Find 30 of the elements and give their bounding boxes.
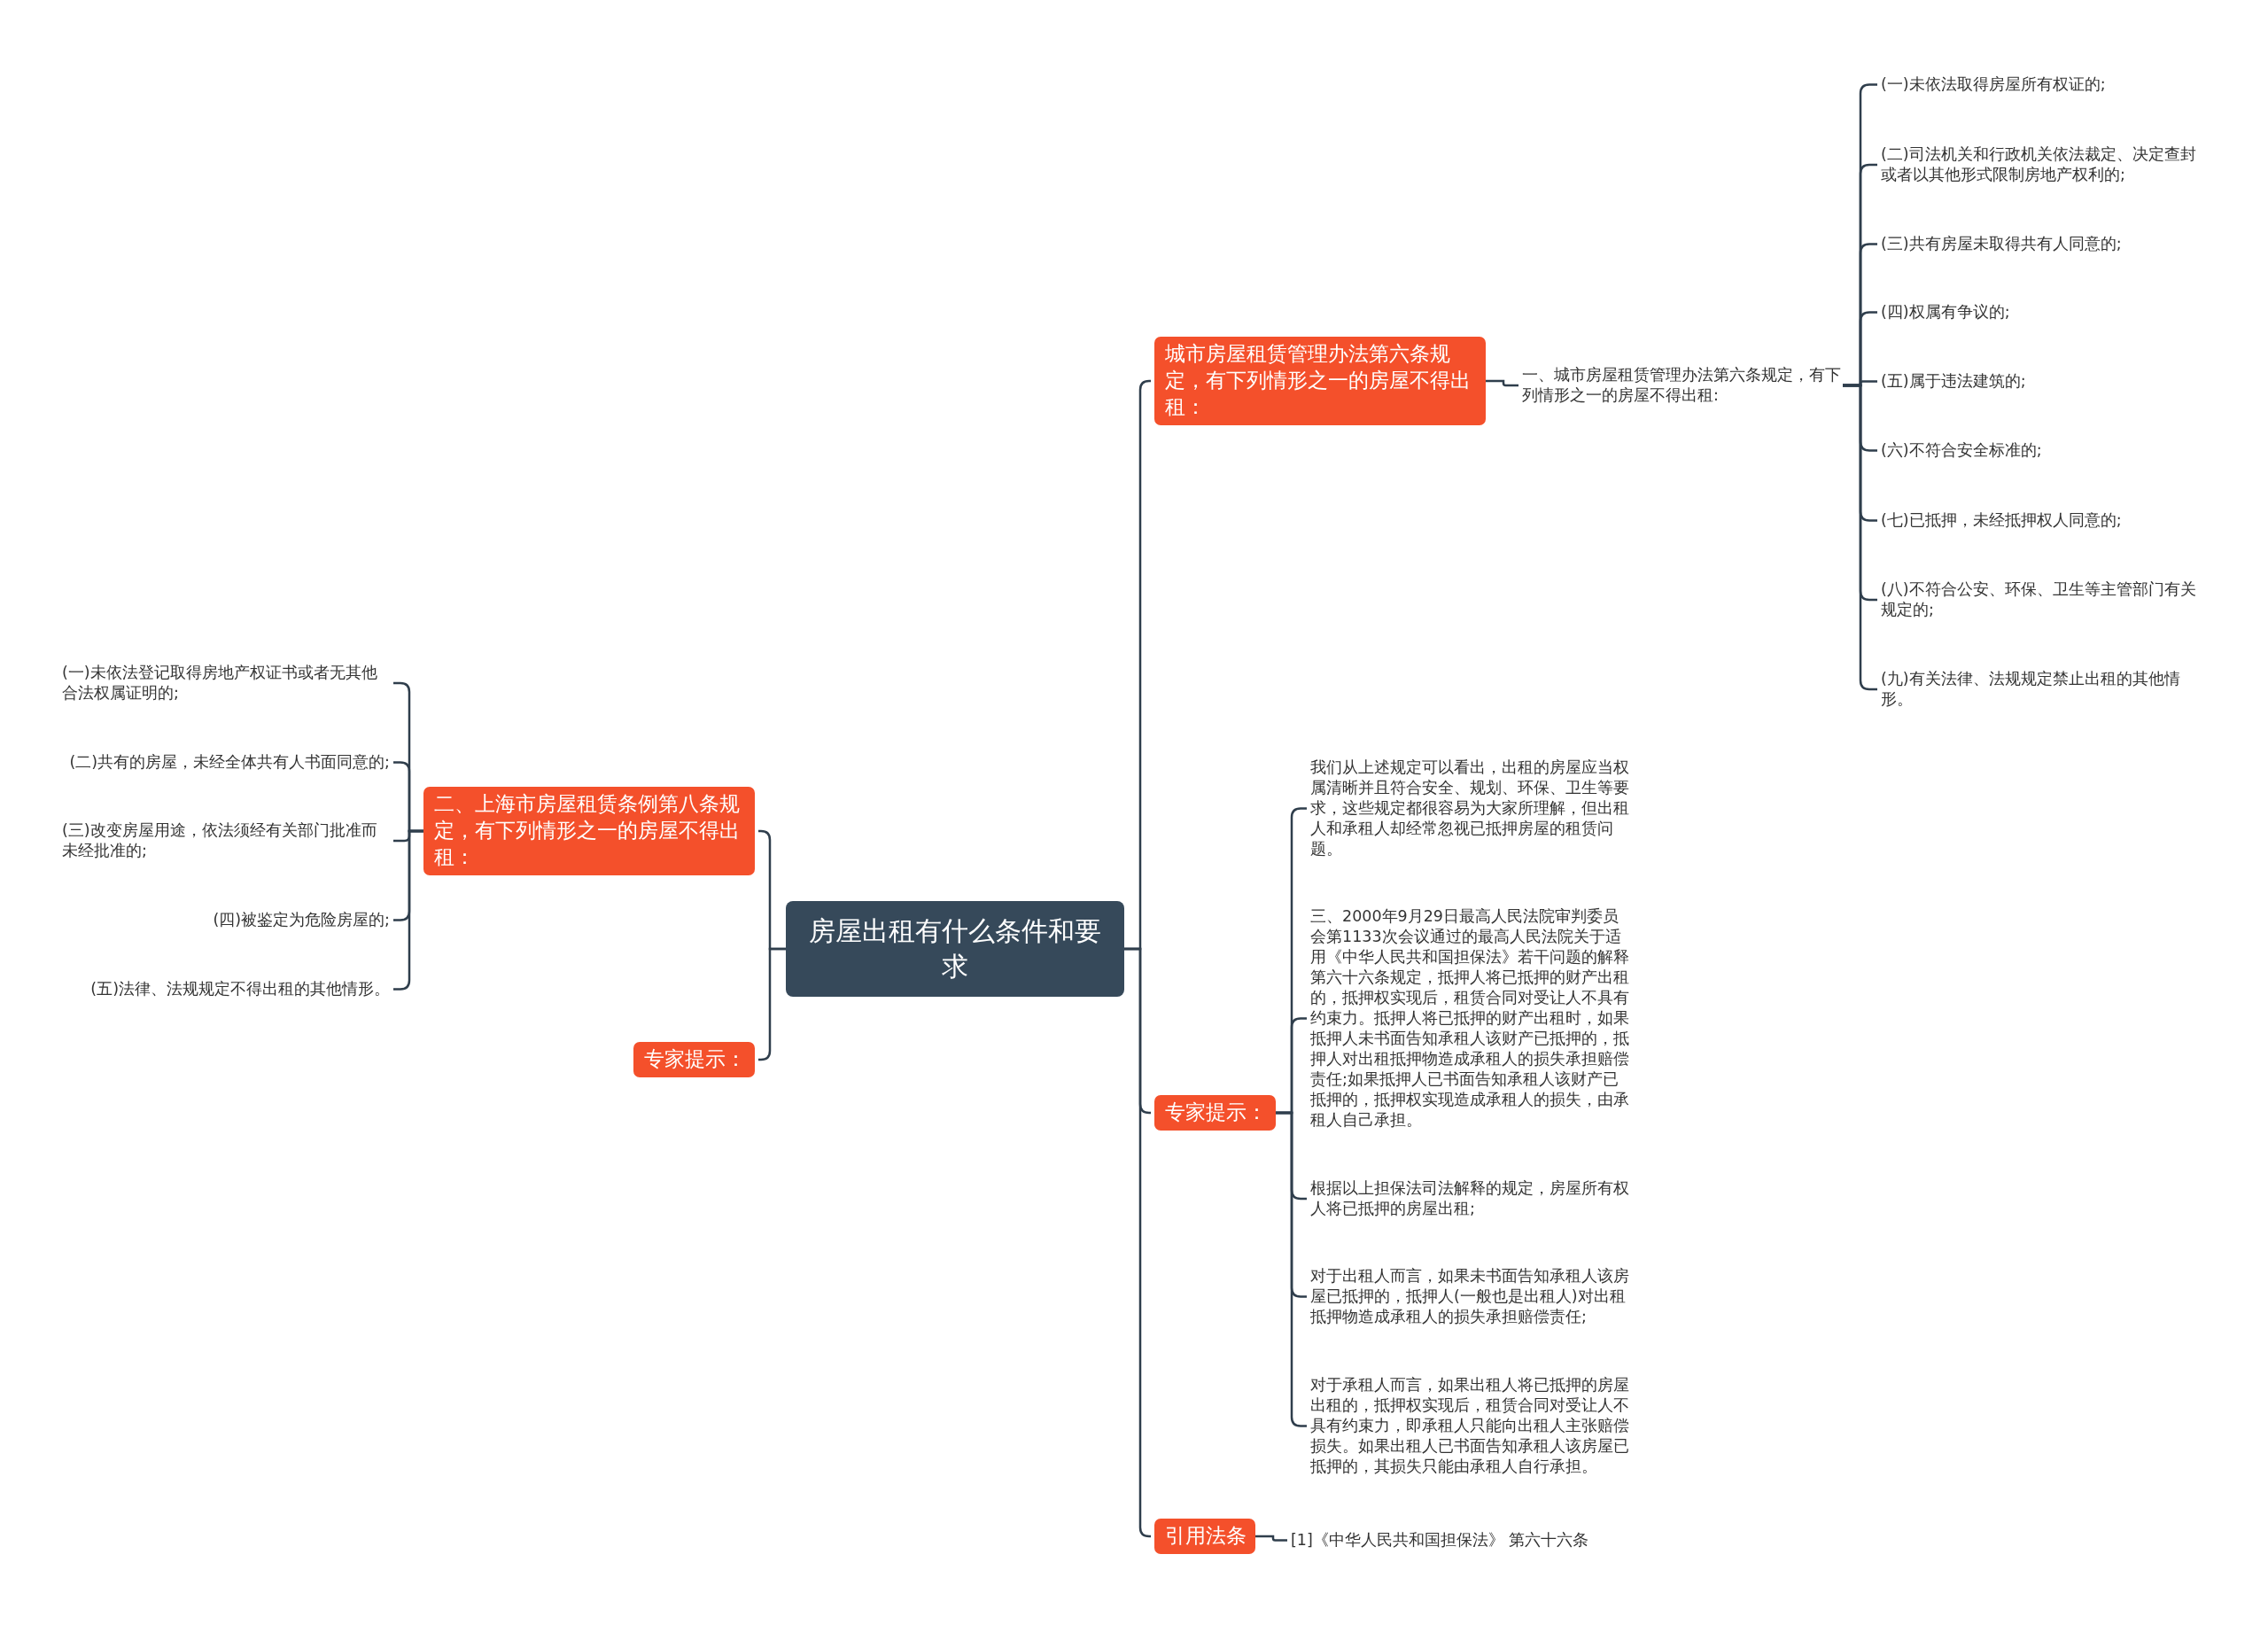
connector-line bbox=[1124, 947, 1152, 1538]
subtopic-text: (六)不符合安全标准的; bbox=[1881, 440, 2042, 461]
subtopic-text: (五)属于违法建筑的; bbox=[1881, 371, 2026, 392]
subtopic-text: 一、城市房屋租赁管理办法第六条规定，有下列情形之一的房屋不得出租: bbox=[1522, 365, 1843, 406]
subtopic-text: (五)法律、法规规定不得出租的其他情形。 bbox=[90, 979, 390, 999]
central-topic-box: 房屋出租有什么条件和要求 bbox=[786, 901, 1124, 997]
subtopic-text: (二)司法机关和行政机关依法裁定、决定查封或者以其他形式限制房地产权利的; bbox=[1881, 144, 2200, 185]
topic-box: 引用法条 bbox=[1154, 1519, 1255, 1554]
subtopic-text: (八)不符合公安、环保、卫生等主管部门有关规定的; bbox=[1881, 579, 2200, 620]
subtopic-text: (三)改变房屋用途，依法须经有关部门批准而未经批准的; bbox=[62, 820, 390, 861]
subtopic-text: (九)有关法律、法规规定禁止出租的其他情形。 bbox=[1881, 669, 2200, 710]
subtopic-text: (三)共有房屋未取得共有人同意的; bbox=[1881, 234, 2122, 254]
topic-box: 二、上海市房屋租赁条例第八条规定，有下列情形之一的房屋不得出租： bbox=[423, 787, 755, 875]
subtopic-text: (一)未依法登记取得房地产权证书或者无其他合法权属证明的; bbox=[62, 663, 390, 703]
subtopic-text: (四)被鉴定为危险房屋的; bbox=[213, 910, 390, 930]
subtopic-text: (二)共有的房屋，未经全体共有人书面同意的; bbox=[69, 752, 390, 773]
subtopic-text: 我们从上述规定可以看出，出租的房屋应当权属清晰并且符合安全、规划、环保、卫生等要求，这些规定都很容易为大家所理解，但出租人和承租人却经常忽视已抵押房屋的租赁问题。 bbox=[1310, 758, 1629, 859]
subtopic-text: 对于出租人而言，如果未书面告知承租人该房屋已抵押的，抵押人(一般也是出租人)对出租抵押物造成承租人的损失承担赔偿责任; bbox=[1310, 1266, 1629, 1327]
connector-line bbox=[1255, 1535, 1287, 1542]
topic-box: 专家提示： bbox=[1154, 1095, 1276, 1131]
topic-box: 专家提示： bbox=[633, 1042, 755, 1077]
topic-box: 城市房屋租赁管理办法第六条规定，有下列情形之一的房屋不得出租： bbox=[1154, 337, 1486, 425]
subtopic-text: 对于承租人而言，如果出租人将已抵押的房屋出租的，抵押权实现后，租赁合同对受让人不具有约束力，即承租人只能向出租人主张赔偿损失。如果出租人已书面告知承租人该房屋已抵押的，其损失只能由承租人自行承担。 bbox=[1310, 1375, 1629, 1477]
subtopic-text: 根据以上担保法司法解释的规定，房屋所有权人将已抵押的房屋出租; bbox=[1310, 1178, 1629, 1219]
subtopic-text: (四)权属有争议的; bbox=[1881, 302, 2010, 323]
connector-line bbox=[1486, 379, 1518, 387]
subtopic-text: (七)已抵押，未经抵押权人同意的; bbox=[1881, 510, 2122, 531]
subtopic-text: (一)未依法取得房屋所有权证的; bbox=[1881, 74, 2106, 95]
subtopic-text: 三、2000年9月29日最高人民法院审判委员会第1133次会议通过的最高人民法院关于适用《中华人民共和国担保法》若干问题的解释第六十六条规定，抵押人将已抵押的财产出租的，抵押权实现后，租赁合同对受让人不具有约束力。抵押人将已抵押的财产出租时，如果抵押人未书面告知承租人该财产已抵押的，抵押人对出租抵押物造成承租人的损失承担赔偿责任;如果抵押人已书面告知承租人该财产已抵押的，抵押权实现造成承租人的损失，由承租人自己承担。 bbox=[1310, 906, 1629, 1131]
subtopic-text: [1]《中华人民共和国担保法》 第六十六条 bbox=[1291, 1530, 1589, 1550]
